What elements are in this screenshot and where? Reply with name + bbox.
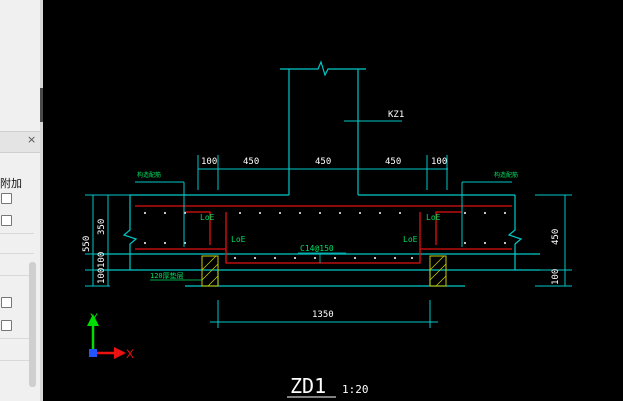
checkbox[interactable] — [1, 215, 12, 226]
rebar-lines — [135, 205, 512, 264]
panel-label-attach: 附加 — [0, 177, 22, 190]
rebar-dots — [144, 212, 506, 259]
property-side-panel: × 附加 — [0, 0, 41, 401]
cushion-hatch-left — [201, 255, 219, 287]
label-cushion-120: 120厚垫层 — [150, 271, 184, 280]
left-dimension — [85, 194, 130, 287]
ucs-axis-icon — [87, 314, 126, 359]
axis-y-label: Y — [90, 311, 98, 325]
dim-left-100-b: 100 — [97, 268, 107, 284]
column-label: KZ1 — [388, 110, 404, 120]
divider — [0, 233, 34, 234]
label-rebar-c14-150: C14@150 — [300, 244, 334, 253]
panel-header — [0, 131, 40, 153]
splitter-grip[interactable] — [40, 88, 43, 122]
label-loe-top-right: LoE — [426, 213, 441, 222]
canvas-background — [43, 0, 623, 401]
dim-right-450: 450 — [551, 229, 561, 245]
detail-scale: 1:20 — [342, 383, 369, 396]
top-dimension — [197, 155, 448, 190]
checkbox[interactable] — [1, 297, 12, 308]
dim-top-100-left: 100 — [201, 157, 217, 167]
panel-scrollbar[interactable] — [29, 262, 36, 387]
checkbox[interactable] — [1, 193, 12, 204]
dim-bottom-1350: 1350 — [312, 310, 334, 320]
close-icon[interactable]: × — [27, 133, 37, 146]
dim-top-450-b: 450 — [315, 157, 331, 167]
detail-title: ZD1 — [290, 374, 326, 398]
divider — [0, 360, 34, 361]
cad-drawing-canvas[interactable]: KZ1 100 450 450 450 100 — [43, 0, 623, 401]
dim-top-100-right: 100 — [431, 157, 447, 167]
callout-left: 构造配筋 — [137, 171, 161, 179]
dim-left-550: 550 — [82, 236, 92, 252]
callout-right: 构造配筋 — [494, 171, 518, 179]
stirrup-lines — [135, 181, 512, 247]
divider — [0, 253, 34, 254]
label-loe-mid-right: LoE — [403, 235, 418, 244]
checkbox[interactable] — [1, 320, 12, 331]
right-dimension — [535, 194, 572, 287]
divider — [0, 338, 34, 339]
axis-x-label: X — [126, 347, 134, 361]
cushion-hatch-right — [429, 255, 447, 287]
label-loe-mid-left: LoE — [231, 235, 246, 244]
dim-top-450-a: 450 — [243, 157, 259, 167]
dim-left-100-a: 100 — [97, 252, 107, 268]
label-loe-top-left: LoE — [200, 213, 215, 222]
divider — [0, 275, 34, 276]
dim-left-350: 350 — [97, 219, 107, 235]
dim-top-450-c: 450 — [385, 157, 401, 167]
dim-right-100: 100 — [551, 269, 561, 285]
panel-splitter[interactable] — [40, 0, 43, 401]
bottom-dimension — [210, 300, 438, 328]
